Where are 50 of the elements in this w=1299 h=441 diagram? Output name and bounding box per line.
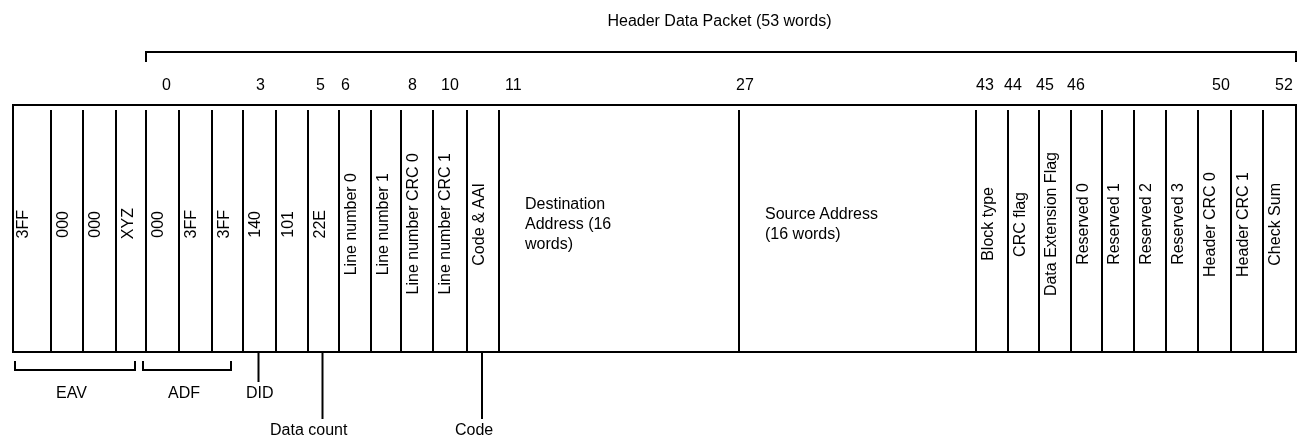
word-index: 50: [1212, 76, 1230, 94]
leader-line: [257, 351, 260, 383]
field-label: Reserved 2: [1138, 183, 1154, 265]
word-index: 3: [256, 76, 265, 94]
field-group-label: Code: [455, 421, 494, 439]
word-index: 0: [162, 76, 171, 94]
field-label: Reserved 3: [1170, 183, 1186, 265]
field-label: Source Address (16 words): [765, 204, 879, 244]
field-label: 22E: [312, 209, 328, 239]
word-index: 46: [1067, 76, 1085, 94]
field-label: Line number CRC 0: [405, 153, 421, 295]
field-label: Line number 0: [343, 172, 359, 276]
field-group-label: Data count: [270, 421, 348, 439]
word-index: 44: [1004, 76, 1022, 94]
word-index: 52: [1275, 76, 1293, 94]
field-label: 3FF: [15, 209, 31, 239]
field-label: Destination Address (16 words): [525, 194, 613, 254]
field-label: Code & AAI: [471, 182, 487, 266]
word-index: 8: [408, 76, 417, 94]
field-label: Header CRC 0: [1202, 171, 1218, 277]
field-label: Line number 1: [375, 172, 391, 276]
field-label: XYZ: [120, 208, 136, 240]
field-label: Line number CRC 1: [437, 153, 453, 295]
leader-line: [321, 351, 324, 420]
leader-line: [481, 351, 483, 420]
field-label: 101: [280, 210, 296, 238]
word-index: 27: [736, 76, 754, 94]
group-label: ADF: [168, 384, 200, 402]
field-label: Reserved 0: [1075, 183, 1091, 265]
word-index: 10: [441, 76, 459, 94]
field-label: 3FF: [216, 209, 232, 239]
field-label: Data Extension Flag: [1043, 151, 1059, 297]
word-index: 5: [316, 76, 325, 94]
field-label: 3FF: [183, 209, 199, 239]
field-label: Header CRC 1: [1235, 171, 1251, 277]
word-index: 45: [1036, 76, 1054, 94]
field-label: CRC flag: [1012, 191, 1028, 257]
field-label: Check Sum: [1267, 182, 1283, 266]
group-label: EAV: [56, 384, 87, 402]
field-label: Block type: [980, 187, 996, 261]
field-label: 140: [247, 210, 263, 238]
field-label: 000: [55, 210, 71, 238]
word-index: 43: [976, 76, 994, 94]
field-group-label: DID: [246, 384, 274, 402]
field-label: Reserved 1: [1106, 183, 1122, 265]
word-index: 11: [505, 76, 522, 94]
field-label: 000: [150, 210, 166, 238]
word-index: 6: [341, 76, 350, 94]
field-label: 000: [87, 210, 103, 238]
diagram-title: Header Data Packet (53 words): [606, 12, 833, 30]
